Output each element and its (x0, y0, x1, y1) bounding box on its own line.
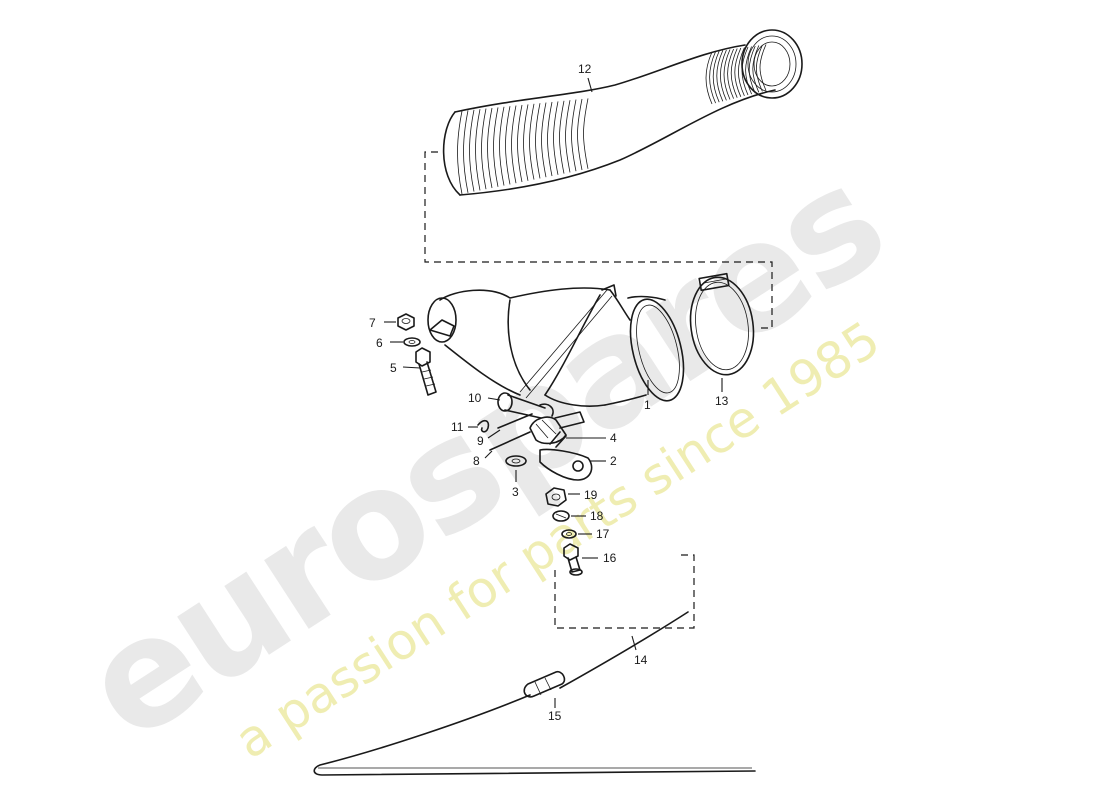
assembly-bracket-14 (554, 554, 695, 629)
part-11-spring-clip[interactable] (477, 419, 490, 433)
part-3-washer[interactable] (505, 455, 527, 467)
part-12-hose[interactable] (442, 29, 803, 196)
leader-lines (384, 77, 723, 708)
callout-4[interactable]: 4 (610, 431, 617, 445)
watermark-brand: eurospares (55, 135, 912, 776)
callout-16[interactable]: 16 (603, 551, 617, 565)
callout-19[interactable]: 19 (584, 488, 598, 502)
part-16-bolt[interactable] (563, 543, 583, 576)
watermark: eurospares a passion for parts since 198… (55, 135, 912, 776)
callout-7[interactable]: 7 (369, 316, 376, 330)
part-9-pin[interactable] (497, 413, 533, 429)
callout-2[interactable]: 2 (610, 454, 617, 468)
part-15-sleeve[interactable] (523, 670, 566, 698)
callout-labels: 12 7 6 5 10 11 9 8 3 4 2 1 13 19 18 17 1… (369, 62, 729, 723)
part-5-screw[interactable] (415, 347, 437, 396)
callout-12[interactable]: 12 (578, 62, 592, 76)
callout-5[interactable]: 5 (390, 361, 397, 375)
part-8-linkage-rod[interactable] (489, 431, 531, 451)
callout-14[interactable]: 14 (634, 653, 648, 667)
part-10-cable-end[interactable] (497, 392, 554, 419)
callout-13[interactable]: 13 (715, 394, 729, 408)
part-18-spring-washer[interactable] (552, 510, 570, 522)
callout-1[interactable]: 1 (644, 398, 651, 412)
callout-11[interactable]: 11 (451, 420, 464, 434)
part-6-washer[interactable] (403, 337, 421, 347)
part-4-lever[interactable] (529, 411, 585, 445)
callout-8[interactable]: 8 (473, 454, 480, 468)
callout-17[interactable]: 17 (596, 527, 610, 541)
part-14-cable[interactable] (313, 611, 756, 776)
callout-9[interactable]: 9 (477, 434, 484, 448)
callout-6[interactable]: 6 (376, 336, 383, 350)
part-19-nut[interactable] (545, 487, 567, 507)
callout-18[interactable]: 18 (590, 509, 604, 523)
callout-15[interactable]: 15 (548, 709, 562, 723)
part-13-hose-clamp[interactable] (684, 272, 759, 379)
callout-10[interactable]: 10 (468, 391, 482, 405)
callout-3[interactable]: 3 (512, 485, 519, 499)
part-1-heater-pipe[interactable] (427, 284, 693, 407)
part-7-nut[interactable] (397, 313, 415, 331)
part-2-bracket[interactable] (539, 431, 593, 481)
part-17-washer[interactable] (561, 529, 577, 539)
